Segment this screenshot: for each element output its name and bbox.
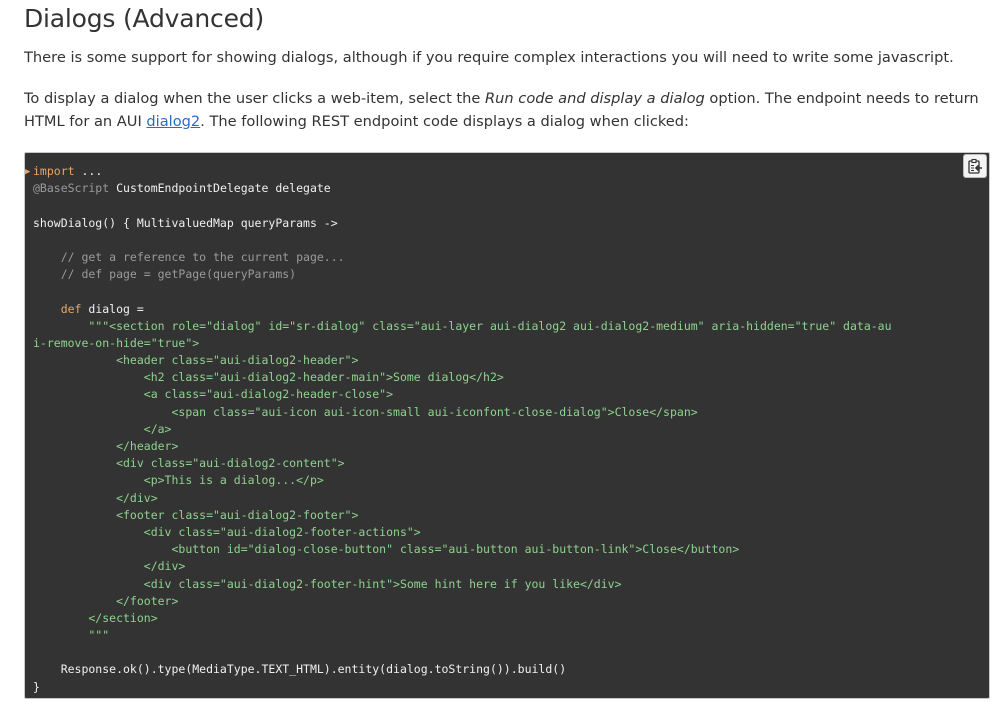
intro-paragraph: There is some support for showing dialog… bbox=[24, 49, 954, 66]
code-string: """<section role="dialog" id="sr-dialog"… bbox=[33, 318, 892, 333]
code-string: </a> bbox=[33, 421, 172, 436]
code-line bbox=[33, 644, 892, 661]
copy-to-clipboard-button[interactable] bbox=[963, 154, 987, 178]
code-line: def dialog = bbox=[60, 301, 144, 316]
code-string: <div class="aui-dialog2-footer-hint">Som… bbox=[33, 576, 622, 591]
code-line bbox=[33, 197, 892, 214]
code-string: <div class="aui-dialog2-content"> bbox=[33, 456, 345, 471]
dialog2-link[interactable]: dialog2 bbox=[146, 113, 201, 130]
paragraph-text: To display a dialog when the user clicks… bbox=[24, 90, 486, 107]
clipboard-copy-icon bbox=[968, 158, 982, 174]
code-line: showDialog() { MultivaluedMap queryParam… bbox=[33, 215, 338, 230]
option-name-emphasis: Run code and display a dialog bbox=[485, 90, 705, 107]
code-string: <button id="dialog-close-button" class="… bbox=[33, 542, 740, 557]
code-string: <footer class="aui-dialog2-footer"> bbox=[33, 507, 359, 522]
code-line bbox=[33, 232, 892, 249]
triangle-right-icon[interactable]: ▶ bbox=[25, 167, 31, 177]
paragraph-text: . The following REST endpoint code displ… bbox=[200, 113, 689, 130]
code-string: </div> bbox=[33, 490, 158, 505]
code-string: <h2 class="aui-dialog2-header-main">Some… bbox=[33, 370, 504, 385]
code-string: <p>This is a dialog...</p> bbox=[33, 473, 324, 488]
code-line-import[interactable]: ▶import ... bbox=[25, 163, 892, 180]
code-line bbox=[33, 283, 892, 300]
code-line: } bbox=[33, 679, 40, 694]
code-string: </footer> bbox=[33, 593, 179, 608]
code-line: @BaseScript CustomEndpointDelegate deleg… bbox=[33, 181, 331, 196]
code-string: <div class="aui-dialog2-footer-actions"> bbox=[33, 524, 421, 539]
code-string: <span class="aui-icon aui-icon-small aui… bbox=[33, 404, 698, 419]
code-string: </header> bbox=[33, 439, 179, 453]
code-string: """ bbox=[33, 628, 110, 643]
code-comment: // def page = getPage(queryParams) bbox=[33, 267, 297, 282]
paragraph-text: option. The endpoint needs to return HTM… bbox=[24, 90, 979, 130]
instruction-paragraph: To display a dialog when the user clicks… bbox=[24, 87, 992, 133]
code-string: <header class="aui-dialog2-header"> bbox=[33, 353, 359, 368]
code-content: ▶import ...@BaseScript CustomEndpointDel… bbox=[25, 163, 892, 696]
code-string: </div> bbox=[33, 559, 186, 574]
code-string: </section> bbox=[33, 610, 158, 625]
code-line: Response.ok().type(MediaType.TEXT_HTML).… bbox=[33, 662, 567, 677]
code-block: ▶import ...@BaseScript CustomEndpointDel… bbox=[24, 152, 990, 699]
code-string: i-remove-on-hide="true"> bbox=[33, 335, 200, 350]
code-comment: // get a reference to the current page..… bbox=[33, 249, 345, 264]
code-string: <a class="aui-dialog2-header-close"> bbox=[33, 387, 394, 402]
page-title: Dialogs (Advanced) bbox=[24, 4, 264, 33]
